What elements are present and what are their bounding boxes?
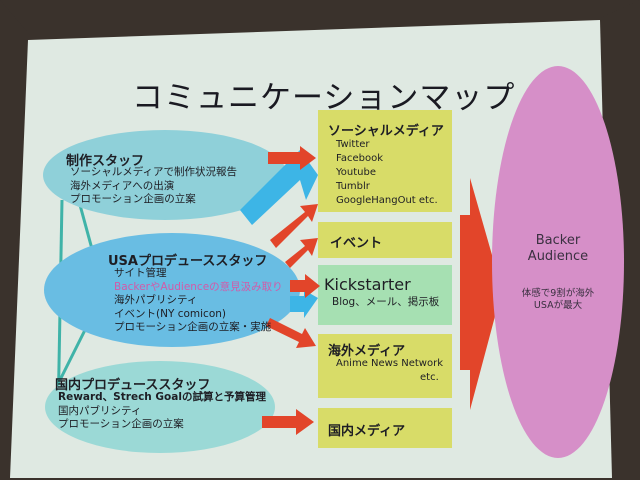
list-item: ソーシャルメディアで制作状況報告	[70, 166, 238, 178]
blue-arrow-icon	[240, 150, 318, 225]
list-item: Twitter	[336, 139, 370, 150]
domestic-staff-heading: 国内プロデューススタッフ	[55, 378, 211, 393]
kickstarter-heading: Kickstarter	[324, 275, 411, 294]
list-item: サイト管理	[114, 267, 167, 279]
usa-staff-heading: USAプロデューススタッフ	[108, 254, 268, 269]
audience-note-line: 体感で9割が海外	[521, 288, 595, 299]
page-title: コミュニケーションマップ	[132, 80, 516, 116]
usa-staff-list: サイト管理 BackerやAudienceの意見汲み取り 海外パブリシティ イベ…	[114, 267, 283, 335]
social-media-heading: ソーシャルメディア	[328, 124, 444, 139]
production-staff-ellipse	[43, 130, 287, 220]
audience-note: 体感で9割が海外 USAが最大	[494, 288, 622, 312]
overseas-media-item: Anime News Network	[336, 358, 443, 369]
list-item: Reward、Strech Goalの試算と予算管理	[58, 391, 266, 403]
list-item: 海外パブリシティ	[114, 294, 198, 306]
list-item: プロモーション企画の立案	[58, 418, 184, 430]
event-box	[318, 222, 452, 258]
kickstarter-detail: Blog、メール、掲示板	[332, 296, 440, 308]
list-item: プロモーション企画の立案・実施	[114, 321, 272, 333]
audience-heading-line: Audience	[527, 249, 589, 264]
social-media-box	[318, 110, 452, 212]
domestic-media-box	[318, 408, 452, 448]
list-item: GoogleHangOut etc.	[336, 195, 438, 206]
social-media-list: Twitter Facebook Youtube Tumblr GoogleHa…	[336, 138, 438, 208]
kickstarter-box	[318, 265, 452, 325]
overseas-media-item: etc.	[420, 372, 439, 383]
list-item: Facebook	[336, 153, 383, 164]
list-item: Tumblr	[336, 181, 370, 192]
list-item: プロモーション企画の立案	[70, 193, 196, 205]
domestic-staff-list: Reward、Strech Goalの試算と予算管理 国内パブリシティ プロモー…	[58, 391, 266, 432]
domestic-staff-ellipse	[45, 361, 275, 453]
audience-heading-line: Backer	[535, 233, 581, 248]
usa-staff-ellipse	[44, 233, 300, 347]
overseas-media-heading: 海外メディア	[328, 344, 406, 359]
red-arrows	[262, 146, 502, 435]
list-item: イベント(NY comicon)	[114, 307, 226, 320]
overseas-media-box	[318, 334, 452, 398]
backer-audience-ellipse	[492, 66, 624, 458]
domestic-media-heading: 国内メディア	[328, 424, 406, 439]
blue-arrow-icon	[290, 290, 318, 318]
event-heading: イベント	[330, 236, 383, 251]
production-staff-list: ソーシャルメディアで制作状況報告 海外メディアへの出演 プロモーション企画の立案	[70, 166, 237, 207]
list-item: 海外メディアへの出演	[70, 179, 175, 192]
list-item: Youtube	[336, 167, 376, 178]
audience-note-line: USAが最大	[533, 300, 583, 311]
list-item: BackerやAudienceの意見汲み取り	[114, 280, 283, 293]
production-staff-heading: 制作スタッフ	[66, 154, 145, 169]
list-item: 国内パブリシティ	[58, 404, 142, 417]
audience-heading: Backer Audience	[500, 233, 616, 265]
